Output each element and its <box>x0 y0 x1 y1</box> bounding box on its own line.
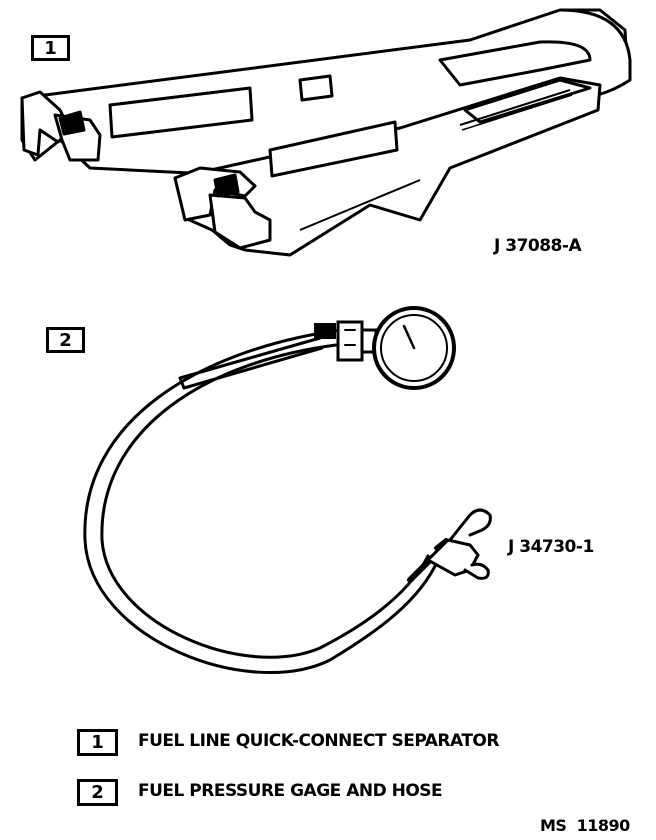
legend-number-2: 2 <box>77 779 118 806</box>
figure-code: MS 11890 <box>540 816 630 835</box>
callout-1: 1 <box>31 35 70 61</box>
callout-2: 2 <box>46 327 85 353</box>
quick-connect-separator-tool-icon <box>20 8 632 257</box>
legend-description-2: FUEL PRESSURE GAGE AND HOSE <box>138 781 443 801</box>
legend-description-1: FUEL LINE QUICK-CONNECT SEPARATOR <box>138 731 499 751</box>
fuel-pressure-gage-hose-icon <box>83 306 492 675</box>
part-number-1: J 37088-A <box>494 236 582 256</box>
legend-number-1: 1 <box>77 729 118 756</box>
part-number-2: J 34730-1 <box>508 537 594 557</box>
